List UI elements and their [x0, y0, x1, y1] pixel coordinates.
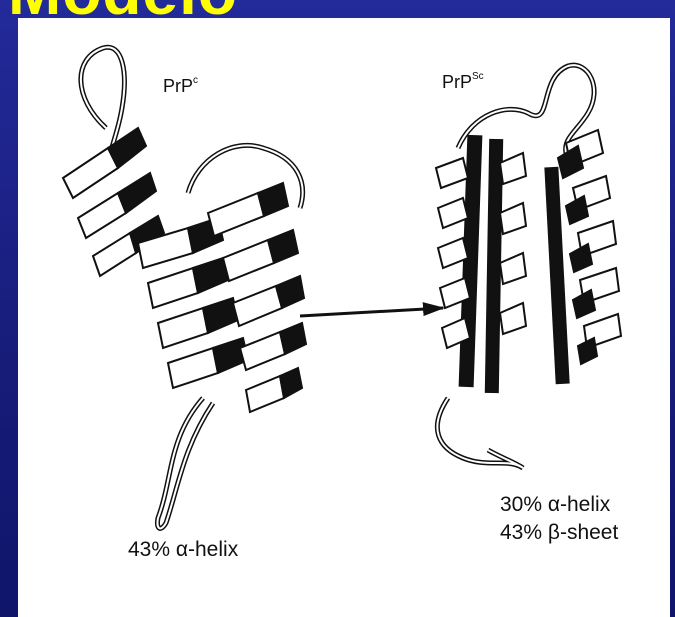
prpsc-label-superscript: Sc — [472, 71, 484, 82]
diagram-panel: PrPc PrPSc 43% α-helix 30% α-helix 43% β… — [18, 18, 670, 617]
prpsc-helix-a — [436, 153, 526, 348]
prpsc-beta-strand-3 — [545, 168, 568, 383]
prpsc-helix-composition: 30% α-helix — [500, 493, 610, 517]
prpsc-helix-b — [558, 130, 621, 364]
prpc-label-base: PrP — [163, 76, 193, 96]
prpsc-label-base: PrP — [442, 72, 472, 92]
prpc-label: PrPc — [163, 76, 198, 97]
prpsc-label: PrPSc — [442, 72, 484, 93]
prpc-structure — [63, 47, 306, 528]
arrow-right-icon — [300, 308, 443, 316]
prpc-composition: 43% α-helix — [128, 538, 238, 562]
prpsc-tail — [437, 398, 523, 468]
prpsc-structure — [436, 65, 621, 468]
prpc-helix-2 — [138, 218, 248, 388]
prpc-label-superscript: c — [193, 75, 198, 86]
prpsc-sheet-composition: 43% β-sheet — [500, 521, 618, 545]
prpc-helix-3 — [208, 183, 306, 412]
slide-title: Modelo — [8, 0, 668, 20]
